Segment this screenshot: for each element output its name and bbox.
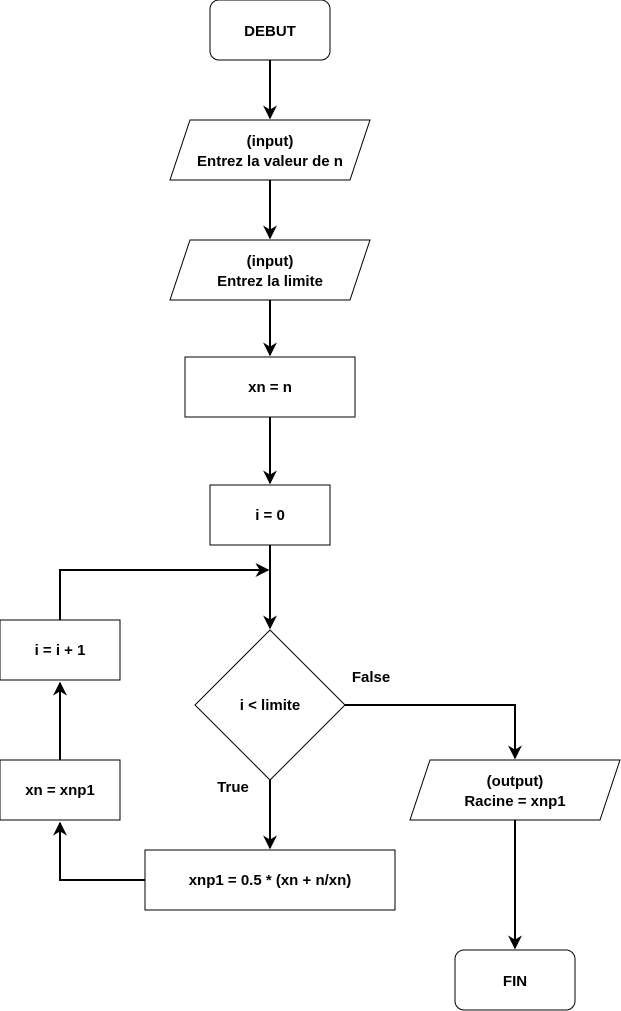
- condition-label: i < limite: [240, 697, 300, 714]
- output-value-label: Racine = xnp1: [464, 793, 565, 810]
- increment-i-node: i = i + 1: [0, 619, 121, 681]
- compute-node: xnp1 = 0.5 * (xn + n/xn): [144, 849, 396, 911]
- update-xn-label: xn = xnp1: [25, 782, 95, 799]
- assign-xn-node: xn = n: [184, 356, 356, 418]
- input-n-prompt-label: Entrez la valeur de n: [197, 153, 343, 170]
- output-type-label: (output): [487, 773, 544, 790]
- compute-label: xnp1 = 0.5 * (xn + n/xn): [189, 872, 352, 889]
- input-limit-node: (input) Entrez la limite: [169, 239, 371, 301]
- output-node: (output) Racine = xnp1: [409, 759, 621, 821]
- start-node: DEBUT: [209, 0, 331, 61]
- init-i-label: i = 0: [255, 507, 285, 524]
- assign-xn-label: xn = n: [248, 379, 292, 396]
- input-n-node: (input) Entrez la valeur de n: [169, 119, 371, 181]
- update-xn-node: xn = xnp1: [0, 759, 121, 821]
- start-label: DEBUT: [244, 23, 296, 40]
- edge-compute-to-update: [53, 821, 145, 881]
- condition-node: i < limite: [194, 629, 346, 781]
- input-limit-prompt-label: Entrez la limite: [217, 273, 323, 290]
- input-n-type-label: (input): [247, 133, 294, 150]
- init-i-node: i = 0: [209, 484, 331, 546]
- true-branch-label: True: [217, 779, 249, 796]
- end-node: FIN: [454, 949, 576, 1011]
- edge-increment-loop-back: [59, 563, 270, 620]
- connectors: [53, 60, 522, 950]
- edge-condition-false-to-output: [345, 704, 522, 760]
- increment-i-label: i = i + 1: [35, 642, 86, 659]
- false-branch-label: False: [352, 669, 390, 686]
- input-limit-type-label: (input): [247, 253, 294, 270]
- end-label: FIN: [503, 973, 527, 990]
